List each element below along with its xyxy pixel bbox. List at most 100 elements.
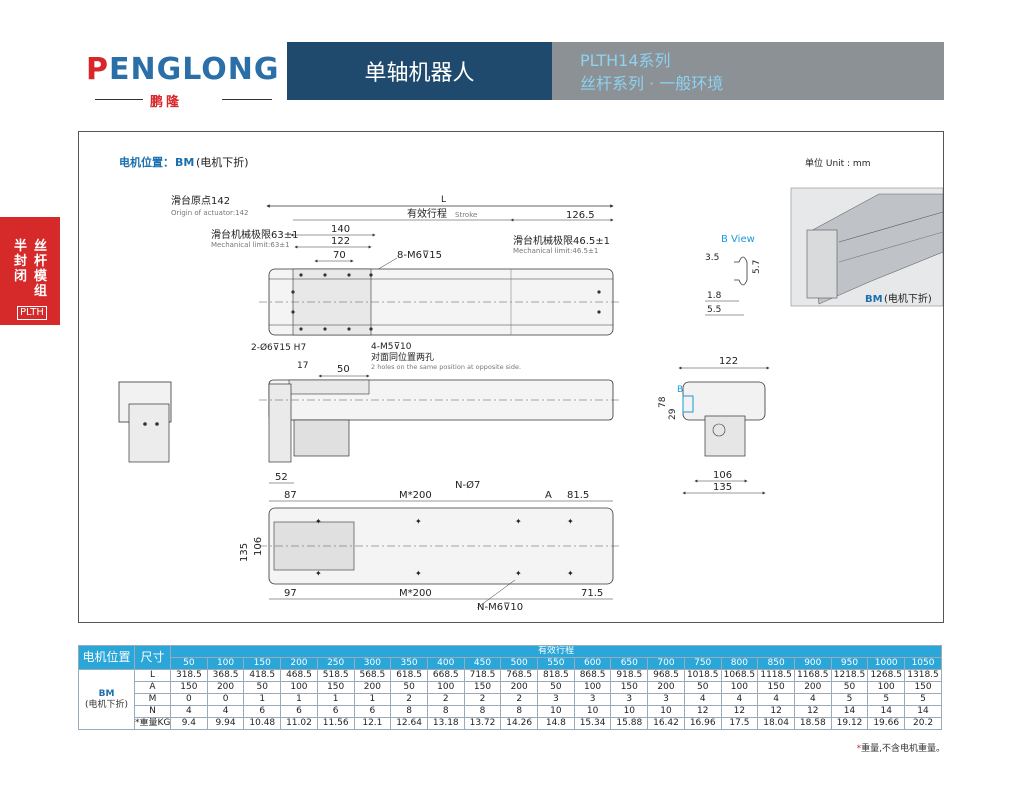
dim-52: 52 <box>275 472 288 483</box>
table-cell: 6 <box>280 705 318 718</box>
unit-label: 单位 Unit : mm <box>805 157 870 169</box>
m6-holes: 8-M6⊽15 <box>397 250 442 261</box>
bottom-view-body: ✦✦✦✦ ✦✦✦✦ <box>259 507 619 585</box>
stroke-col-header: 400 <box>426 657 465 670</box>
series-band <box>552 42 944 100</box>
table-cell: 8 <box>426 705 465 718</box>
table-cell: 5 <box>904 693 942 706</box>
dim-87: 87 <box>284 490 297 501</box>
stroke-col-header: 1000 <box>867 657 906 670</box>
table-cell: 4 <box>720 693 759 706</box>
table-cell: 1168.5 <box>793 669 832 682</box>
series-name: PLTH14系列 <box>580 51 671 70</box>
side-col-2: 丝杆模组 <box>34 239 48 299</box>
table-cell: 200 <box>206 681 245 694</box>
m5-holes: 4-M5⊽10 <box>371 342 412 352</box>
origin-cn: 滑台原点142 <box>171 194 230 207</box>
table-cell: 150 <box>757 681 795 694</box>
dim-135v: 135 <box>239 543 250 562</box>
side-view-body <box>259 379 619 463</box>
table-cell: 2 <box>390 693 428 706</box>
dim-29: 29 <box>668 408 678 420</box>
technical-drawing: 电机位置： BM (电机下折) 单位 Unit : mm 滑台原点142 Ori… <box>118 155 944 613</box>
table-cell: 1268.5 <box>867 669 906 682</box>
row-key: A <box>134 681 171 694</box>
table-cell: 418.5 <box>243 669 282 682</box>
dim-A: A <box>545 490 552 501</box>
table-cell: 150 <box>316 681 355 694</box>
table-cell: 4 <box>757 693 795 706</box>
table-cell: 15.88 <box>610 717 649 730</box>
table-cell: 5 <box>830 693 869 706</box>
holes-en: 2 holes on the same position at opposite… <box>371 363 521 371</box>
stroke-col-header: 50 <box>170 657 208 670</box>
table-cell: 968.5 <box>647 669 685 682</box>
table-cell: 668.5 <box>426 669 465 682</box>
table-cell: 4 <box>206 705 245 718</box>
stroke-col-header: 250 <box>316 657 355 670</box>
svg-text:✦: ✦ <box>315 569 322 578</box>
table-cell: 468.5 <box>280 669 318 682</box>
th-size: 尺寸 <box>134 645 171 670</box>
table-cell: 1 <box>243 693 282 706</box>
table-cell: 318.5 <box>170 669 208 682</box>
table-cell: 1318.5 <box>904 669 942 682</box>
table-cell: 200 <box>500 681 539 694</box>
mech-left-en: Mechanical limit:63±1 <box>211 241 290 249</box>
stroke-col-header: 900 <box>793 657 832 670</box>
origin-en: Origin of actuator:142 <box>171 209 248 217</box>
table-cell: 1118.5 <box>757 669 795 682</box>
table-cell: 14 <box>867 705 906 718</box>
table-cell: 50 <box>537 681 575 694</box>
table-cell: 10 <box>610 705 649 718</box>
b-view-label: B View <box>721 234 755 245</box>
stroke-col-header: 600 <box>573 657 612 670</box>
table-cell: 10 <box>537 705 575 718</box>
motor-end-view <box>118 381 172 463</box>
table-cell: 4 <box>170 705 208 718</box>
table-cell: 16.96 <box>683 717 722 730</box>
table-cell: 518.5 <box>316 669 355 682</box>
dim-5-5: 5.5 <box>707 305 721 315</box>
table-cell: 50 <box>683 681 722 694</box>
title-band <box>287 42 552 100</box>
table-cell: 718.5 <box>463 669 502 682</box>
dim-106v: 106 <box>253 537 264 556</box>
table-cell: 15.34 <box>573 717 612 730</box>
stroke-col-header: 200 <box>280 657 318 670</box>
table-cell: 8 <box>463 705 502 718</box>
dim-L: L <box>441 195 446 205</box>
side-col-1: 半封闭 <box>14 239 28 284</box>
stroke-col-header: 800 <box>720 657 759 670</box>
table-cell: 13.18 <box>426 717 465 730</box>
stroke-col-header: 850 <box>757 657 795 670</box>
table-cell: 100 <box>720 681 759 694</box>
stroke-col-header: 150 <box>243 657 282 670</box>
table-cell: 50 <box>243 681 282 694</box>
table-cell: 0 <box>170 693 208 706</box>
svg-text:✦: ✦ <box>515 569 522 578</box>
top-view-body <box>259 268 619 336</box>
table-cell: 200 <box>793 681 832 694</box>
motor-position-desc: (电机下折) <box>196 155 249 169</box>
mech-left-cn: 滑台机械极限63±1 <box>211 228 298 241</box>
table-cell: 14.26 <box>500 717 539 730</box>
table-cell: 100 <box>867 681 906 694</box>
table-cell: 50 <box>830 681 869 694</box>
table-cell: 13.72 <box>463 717 502 730</box>
footnote: *重量,不含电机重量。 <box>857 741 945 754</box>
table-cell: 0 <box>206 693 245 706</box>
svg-text:✦: ✦ <box>515 517 522 526</box>
dim-81-5: 81.5 <box>567 490 589 501</box>
table-cell: 368.5 <box>206 669 245 682</box>
brand-cn: 鹏隆 <box>150 95 183 110</box>
table-cell: 3 <box>610 693 649 706</box>
pin-holes: 2-Ø6⊽15 H7 <box>251 342 306 353</box>
mech-right-en: Mechanical limit:46.5±1 <box>513 247 598 255</box>
table-cell: 1 <box>353 693 392 706</box>
table-cell: 868.5 <box>573 669 612 682</box>
